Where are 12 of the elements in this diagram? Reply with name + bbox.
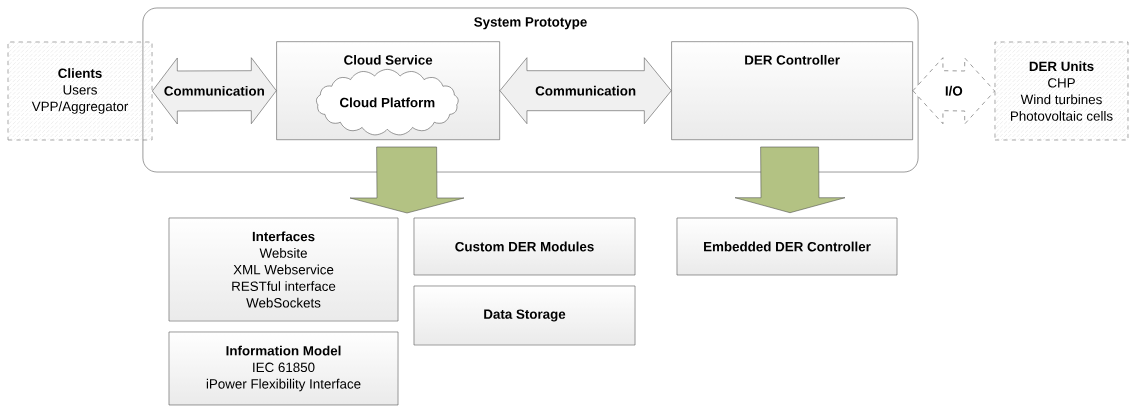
component-box: Embedded DER Controller — [676, 217, 898, 276]
double-arrow — [912, 57, 995, 125]
block-arrow — [349, 146, 465, 214]
external-box: Clients Users VPP/Aggregator — [7, 41, 153, 141]
component-box: Information Model IEC 61850 iPower Flexibility Interface — [168, 331, 399, 406]
component-box: Custom DER Modules — [413, 217, 636, 276]
component-box: DER Controller — [671, 41, 913, 140]
component-box: Data Storage — [413, 285, 636, 346]
edge-label: Communication — [533, 84, 638, 97]
external-box: DER Units CHP Wind turbines Photovoltaic cells — [994, 41, 1129, 141]
component-box: Interfaces Website XML Webservice RESTful interface WebSockets — [168, 217, 399, 322]
block-arrow — [734, 146, 846, 213]
